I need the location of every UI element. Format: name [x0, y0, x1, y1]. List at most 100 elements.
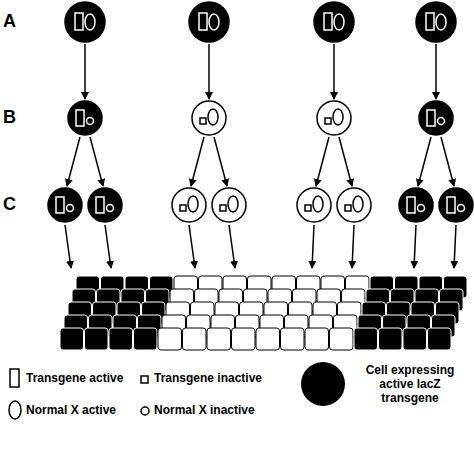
x-active — [85, 14, 95, 30]
tissue-cell — [158, 328, 182, 350]
cell — [172, 188, 206, 222]
cell-body — [68, 101, 102, 135]
x-active — [334, 14, 344, 30]
transgene-active — [324, 13, 332, 30]
legend-text: Normal X active — [26, 403, 116, 417]
cell-body — [314, 2, 354, 42]
x-active — [353, 196, 363, 212]
transgene-active — [199, 13, 207, 30]
transgene-active-sample — [10, 369, 19, 387]
cell-body — [189, 2, 229, 42]
lineage-arrow — [418, 137, 431, 186]
transgene-inactive — [200, 118, 206, 124]
cell — [212, 188, 246, 222]
legend-samples — [9, 362, 345, 419]
cell — [399, 188, 433, 222]
legend-text: Normal X inactive — [154, 403, 255, 417]
cell — [68, 101, 102, 135]
lineage-arrow — [229, 225, 235, 268]
cell-sheet — [60, 276, 467, 350]
cell — [192, 101, 226, 135]
lineage-arrow — [90, 137, 103, 186]
tissue-cell — [428, 328, 452, 350]
cell — [88, 188, 122, 222]
lacz-cell-sample — [301, 362, 345, 406]
lineage-arrow — [312, 225, 314, 268]
tissue-cell — [256, 328, 280, 350]
cell-body — [172, 188, 206, 222]
lineage-arrow — [208, 44, 210, 99]
tissue-cell — [403, 328, 427, 350]
legend-text: Transgene active — [26, 371, 123, 385]
cell — [439, 188, 473, 222]
tissue-cell — [379, 328, 403, 350]
x-inactive — [418, 205, 425, 212]
cell-body — [399, 188, 433, 222]
cell-body — [416, 2, 456, 42]
cell — [419, 101, 453, 135]
lineage-arrow — [67, 137, 80, 186]
tissue-cell — [85, 328, 109, 350]
transgene-active — [76, 110, 84, 126]
transgene-inactive — [345, 205, 351, 211]
lineage-arrow — [214, 137, 227, 186]
cell — [337, 188, 371, 222]
tissue-cell — [60, 328, 84, 350]
x-inactive — [458, 205, 465, 212]
x-inactive — [438, 118, 445, 125]
cell — [189, 2, 229, 42]
lineage-arrow — [441, 137, 454, 186]
x-active — [188, 196, 198, 212]
tissue-cell — [305, 328, 329, 350]
tissue-cell — [207, 328, 231, 350]
cell — [48, 188, 82, 222]
x-inactive — [107, 205, 114, 212]
tissue-cell — [134, 328, 158, 350]
transgene-inactive — [305, 205, 311, 211]
row-label: A — [3, 11, 16, 32]
cell-body — [297, 188, 331, 222]
tissue-cell — [183, 328, 207, 350]
normal-x-active-sample — [9, 401, 21, 419]
lineage-arrow — [189, 225, 195, 268]
cell — [65, 2, 105, 42]
cell-body — [419, 101, 453, 135]
tissue-cell — [330, 328, 354, 350]
x-inactive — [67, 205, 74, 212]
x-inactive — [87, 118, 94, 125]
lineage-arrow — [84, 44, 86, 99]
cell — [314, 2, 354, 42]
legend-text: Transgene inactive — [154, 371, 262, 385]
cell-body — [212, 188, 246, 222]
transgene-inactive — [220, 205, 226, 211]
cell-body — [88, 188, 122, 222]
lineage-arrow — [454, 225, 456, 268]
cell — [297, 188, 331, 222]
transgene-active — [96, 197, 104, 213]
transgene-inactive-sample — [141, 376, 148, 383]
x-active — [436, 14, 446, 30]
cell-body — [337, 188, 371, 222]
cell-body — [192, 101, 226, 135]
normal-x-inactive-sample — [141, 407, 149, 415]
cell — [317, 101, 351, 135]
legend-text: Cell expressing active lacZ transgene — [350, 363, 470, 405]
transgene-active — [407, 197, 415, 213]
lineage-arrow — [333, 44, 335, 99]
lineage-arrow — [316, 137, 329, 186]
tissue-cell — [109, 328, 133, 350]
row-label: C — [3, 194, 16, 215]
lineage-arrow — [414, 225, 416, 268]
cell-body — [65, 2, 105, 42]
transgene-active — [56, 197, 64, 213]
x-active — [208, 109, 218, 125]
x-active — [228, 196, 238, 212]
tissue-cell — [232, 328, 256, 350]
lineage-arrow — [339, 137, 352, 186]
x-active — [313, 196, 323, 212]
cell-group — [48, 2, 473, 268]
x-active — [209, 14, 219, 30]
lineage-arrow — [435, 44, 437, 99]
transgene-inactive — [180, 205, 186, 211]
